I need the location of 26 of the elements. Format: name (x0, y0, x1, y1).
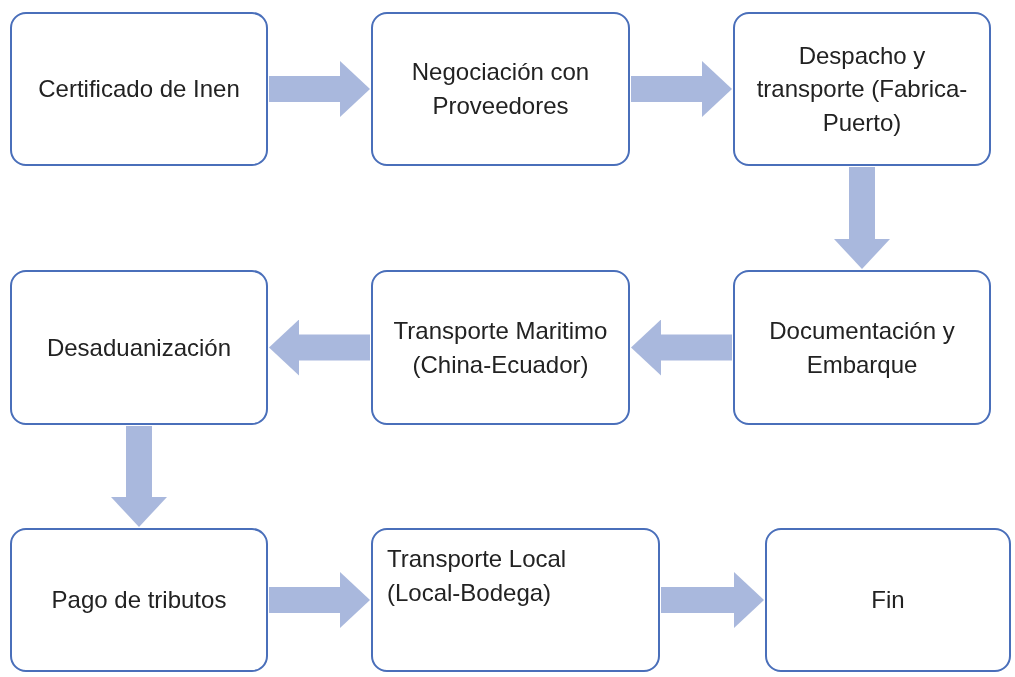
process-box (371, 270, 630, 425)
step-label: Documentación y Embarque (768, 315, 956, 380)
step-label: Transporte Local (Local-Bodega) (387, 544, 568, 608)
process-box (733, 12, 991, 166)
block-arrow (269, 319, 370, 376)
process-box (10, 270, 268, 425)
block-arrow (111, 426, 167, 527)
block-arrow (631, 319, 732, 376)
step-label: Transporte Maritimo (China-Ecuador) (392, 315, 609, 380)
process-box (10, 528, 268, 672)
block-arrow (269, 572, 370, 628)
step-label: Despacho y transporte (Fabrica-Puerto) (755, 40, 969, 138)
block-arrow (631, 61, 732, 117)
block-arrow (834, 167, 890, 269)
process-box (371, 12, 630, 166)
step-label: Certificado de Inen (38, 74, 240, 105)
process-box (371, 528, 660, 672)
step-label: Desaduanización (46, 332, 232, 363)
process-box (10, 12, 268, 166)
step-label: Pago de tributos (51, 585, 227, 616)
step-label: Fin (871, 585, 905, 616)
process-box (733, 270, 991, 425)
block-arrow (269, 61, 370, 117)
block-arrow (661, 572, 764, 628)
process-box (765, 528, 1011, 672)
step-label: Negociación con Proveedores (410, 57, 591, 121)
